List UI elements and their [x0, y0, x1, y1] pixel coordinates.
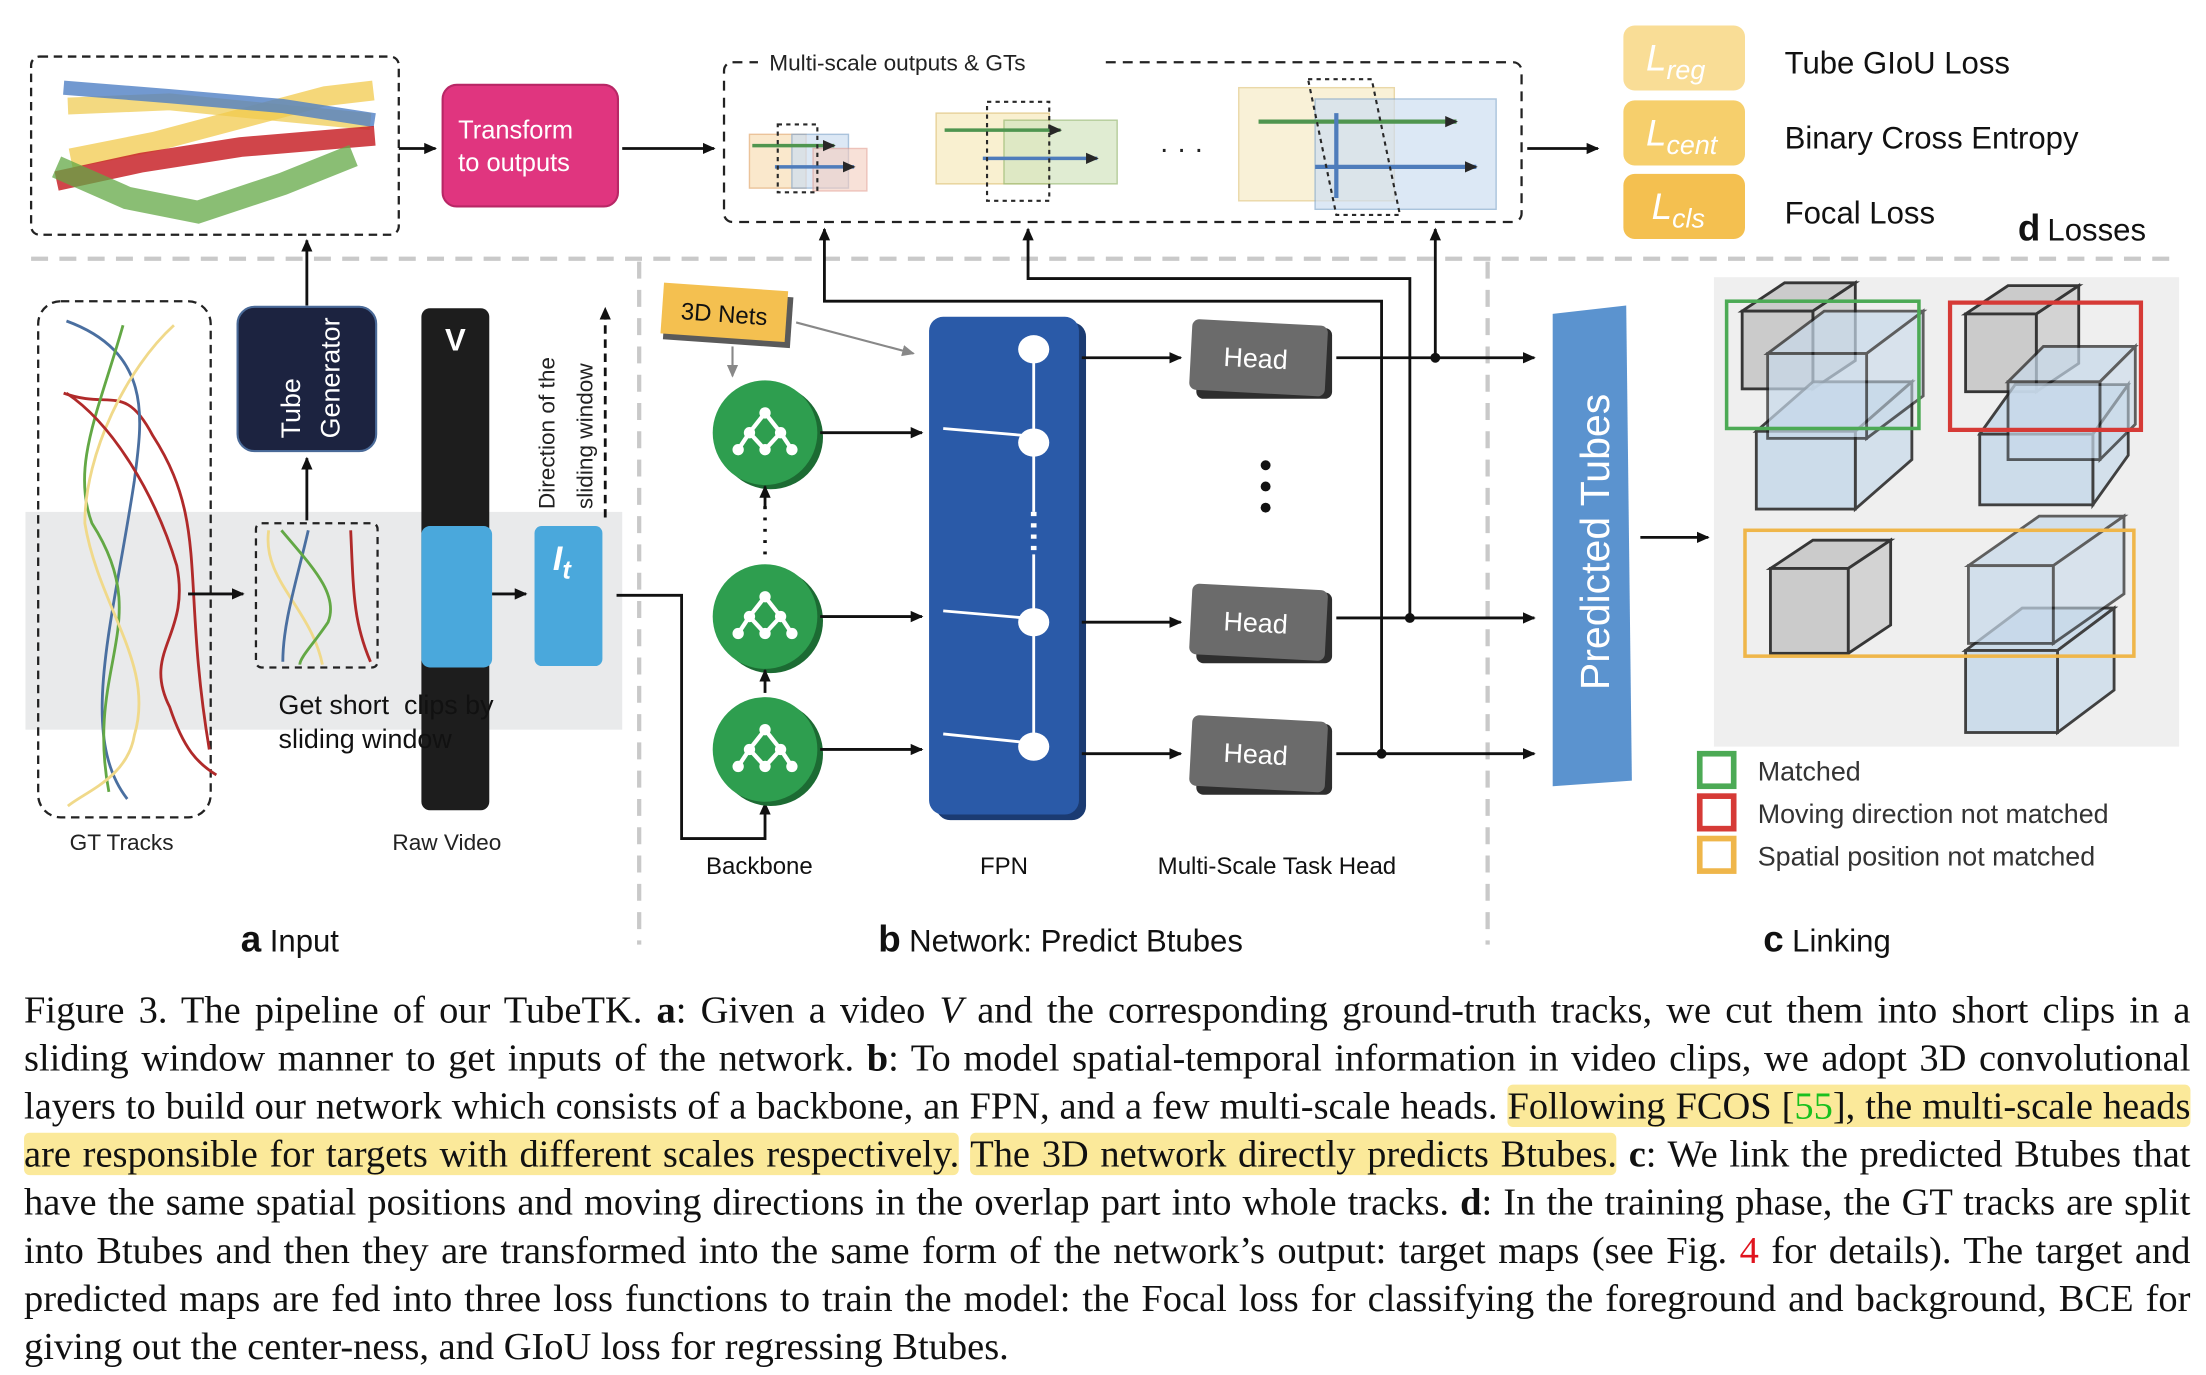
- svg-text:Tube: Tube: [276, 378, 306, 438]
- head-dots: [1260, 460, 1271, 513]
- caption-line: have the same spatial positions and movi…: [24, 1180, 2191, 1224]
- direction-mismatch-box: [1947, 300, 2144, 433]
- backbone-node: [712, 697, 824, 807]
- caption-line: layers to build our network which consis…: [24, 1084, 2191, 1128]
- transform-to-outputs-box: Transform to outputs: [441, 83, 620, 208]
- connector: [616, 593, 771, 840]
- clip-tracks-box: [254, 522, 379, 669]
- legend-direction-mismatch: Moving direction not matched: [1696, 793, 2109, 832]
- svg-text:Focal Loss: Focal Loss: [1785, 195, 1935, 230]
- arrow: [795, 321, 915, 357]
- task-head-label: Multi-Scale Task Head: [1158, 853, 1396, 880]
- output-cube-small: [748, 123, 868, 194]
- svg-text:Matched: Matched: [1758, 757, 1861, 787]
- svg-text:V: V: [445, 323, 466, 358]
- task-head: Head: [1189, 715, 1333, 795]
- cube: [1765, 537, 1896, 656]
- backbone-label: Backbone: [706, 853, 813, 880]
- cube: [1763, 308, 1928, 442]
- svg-text:Multi-scale outputs & GTs: Multi-scale outputs & GTs: [769, 51, 1025, 76]
- pipeline-diagram: Transform to outputs Multi-scale outputs…: [25, 25, 2180, 960]
- svg-text:Spatial position not matched: Spatial position not matched: [1758, 841, 2095, 871]
- caption-line: sliding window manner to get inputs of t…: [24, 1036, 2191, 1079]
- svg-text:3D Nets: 3D Nets: [680, 298, 768, 331]
- gt-tracks-label: GT Tracks: [70, 830, 174, 855]
- direction-label: Direction of the: [534, 357, 559, 509]
- gt-tracks-box: [37, 300, 218, 819]
- 3d-nets-tag: 3D Nets: [660, 282, 794, 349]
- multiscale-outputs-box: Multi-scale outputs & GTs · · ·: [722, 51, 1523, 224]
- caption-line: Figure 3. The pipeline of our TubeTK. a:…: [24, 988, 2191, 1031]
- highlight: are responsible for targets with differe…: [24, 1132, 960, 1176]
- svg-text:Head: Head: [1223, 342, 1289, 375]
- raw-video-label: Raw Video: [392, 830, 501, 855]
- output-cube-large: [1238, 78, 1497, 217]
- loss-cent: Lcent Binary Cross Entropy: [1623, 100, 2079, 166]
- video-window: [421, 526, 493, 668]
- direction-label: sliding window: [573, 363, 598, 509]
- position-mismatch-box: [1743, 528, 2136, 658]
- fpn-label: FPN: [980, 853, 1028, 880]
- figure-link[interactable]: 4: [1739, 1228, 1759, 1272]
- caption-line: giving out the center-ness, and GIoU los…: [24, 1325, 1009, 1368]
- svg-text:Head: Head: [1223, 738, 1289, 771]
- svg-text:to outputs: to outputs: [458, 149, 570, 177]
- svg-text:Transform: Transform: [458, 117, 573, 145]
- predicted-tubes-bar: Predicted Tubes: [1552, 305, 1632, 787]
- svg-text:Lcls: Lcls: [1652, 186, 1705, 233]
- backbone-nodes: [712, 380, 824, 807]
- svg-text:Lcent: Lcent: [1646, 113, 1719, 160]
- gt-tubes-box: [29, 55, 400, 236]
- svg-text:Moving direction not matched: Moving direction not matched: [1758, 799, 2109, 829]
- fpn-block: [929, 316, 1087, 821]
- highlight: Following FCOS [55], the multi-scale hea…: [1507, 1084, 2191, 1128]
- svg-text:Generator: Generator: [315, 317, 345, 438]
- svg-text:Lreg: Lreg: [1646, 38, 1705, 85]
- citation-link[interactable]: 55: [1794, 1084, 1833, 1128]
- svg-text:It: It: [553, 540, 572, 584]
- loss-cls: Lcls Focal Loss: [1623, 173, 1935, 239]
- highlight: The 3D network directly predicts Btubes.: [970, 1132, 1617, 1176]
- cube: [2004, 343, 2139, 463]
- svg-text:Tube GIoU Loss: Tube GIoU Loss: [1785, 46, 2010, 81]
- output-cube-medium: [935, 100, 1118, 202]
- backbone-node: [712, 380, 824, 490]
- svg-text:Head: Head: [1223, 606, 1289, 639]
- ellipsis: · · ·: [1160, 132, 1204, 164]
- raw-video-bar: V: [421, 308, 493, 811]
- caption-line: into Btubes and then they are transforme…: [24, 1228, 2191, 1272]
- clips-label: sliding window: [279, 724, 453, 754]
- svg-text:Predicted Tubes: Predicted Tubes: [1572, 394, 1618, 690]
- backbone-node: [712, 564, 824, 674]
- loss-reg: Lreg Tube GIoU Loss: [1623, 25, 2010, 91]
- figure-caption: Figure 3. The pipeline of our TubeTK. a:…: [24, 986, 2191, 1371]
- tube-generator-box: Tube Generator: [236, 305, 378, 453]
- clip-input-box: It: [534, 526, 603, 667]
- clips-label: Get short clips by: [279, 690, 495, 720]
- matched-box: [1724, 299, 1921, 431]
- task-head: Head: [1189, 319, 1333, 399]
- task-head: Head: [1189, 583, 1333, 664]
- linking-cubes: [1737, 280, 2139, 736]
- caption-line: are responsible for targets with differe…: [24, 1132, 2191, 1176]
- connector: [1022, 227, 1412, 618]
- legend-position-mismatch: Spatial position not matched: [1696, 835, 2095, 874]
- legend-matched: Matched: [1696, 750, 1861, 790]
- svg-text:Binary Cross Entropy: Binary Cross Entropy: [1785, 120, 2079, 155]
- sliding-window-band: [25, 511, 623, 730]
- connector: [818, 227, 1383, 754]
- caption-line: predicted maps are fed into three loss f…: [24, 1276, 2191, 1320]
